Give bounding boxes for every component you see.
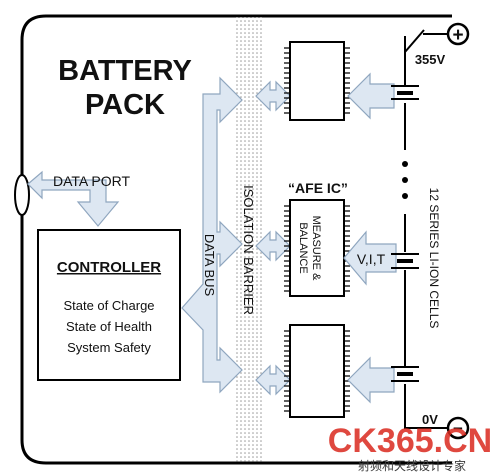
afe-chip-text-2: BALANCE (297, 222, 309, 273)
isolation-barrier-band (235, 17, 263, 462)
data-bus-label: DATA BUS (202, 234, 217, 297)
controller-line-2: State of Health (66, 319, 152, 334)
controller-title: CONTROLLER (57, 259, 161, 276)
watermark-subtitle: 射频和天线设计专家 (358, 458, 466, 473)
cell-arrow-middle (343, 230, 397, 286)
pack-outline (20, 14, 452, 465)
title-line-2: PACK (85, 89, 165, 121)
voltage-top-label: 355V (415, 52, 446, 67)
afe-chip-text-1: MEASURE & (310, 216, 322, 281)
controller-box (37, 229, 181, 381)
afe-chip-top (284, 41, 350, 121)
positive-terminal (446, 22, 470, 46)
positive-terminal-symbol: + (452, 25, 463, 46)
cell-string (404, 29, 448, 429)
cell-arrow-top (347, 72, 395, 120)
cells-label: 12 SERIES LI-ION CELLS (427, 188, 441, 329)
battery-cell-bottom (391, 366, 419, 382)
afe-chip-middle: MEASURE & BALANCE (284, 199, 350, 297)
battery-cell-middle (391, 253, 419, 269)
battery-cell-top (391, 85, 419, 100)
data-port-arrow (27, 170, 120, 227)
afe-chip-bottom (284, 324, 350, 418)
isolation-barrier-label: ISOLATION BARRIER (241, 185, 256, 315)
cell-arrow-bottom (347, 356, 395, 404)
watermark-logo: CK365.CN (328, 422, 492, 460)
data-port-label: DATA PORT (53, 173, 130, 189)
negative-terminal-symbol: − (453, 419, 463, 438)
voltage-bottom-label: 0V (422, 412, 438, 427)
data-port-connector (14, 174, 30, 216)
vit-label: V,I,T (357, 251, 386, 267)
controller-line-3: System Safety (67, 340, 151, 355)
title-line-1: BATTERY (58, 55, 192, 87)
afe-ic-label: “AFE IC” (288, 180, 348, 196)
negative-terminal (446, 416, 470, 440)
ellipsis-dots (402, 161, 408, 199)
data-bus-arrow (181, 76, 243, 394)
controller-line-1: State of Charge (63, 298, 154, 313)
